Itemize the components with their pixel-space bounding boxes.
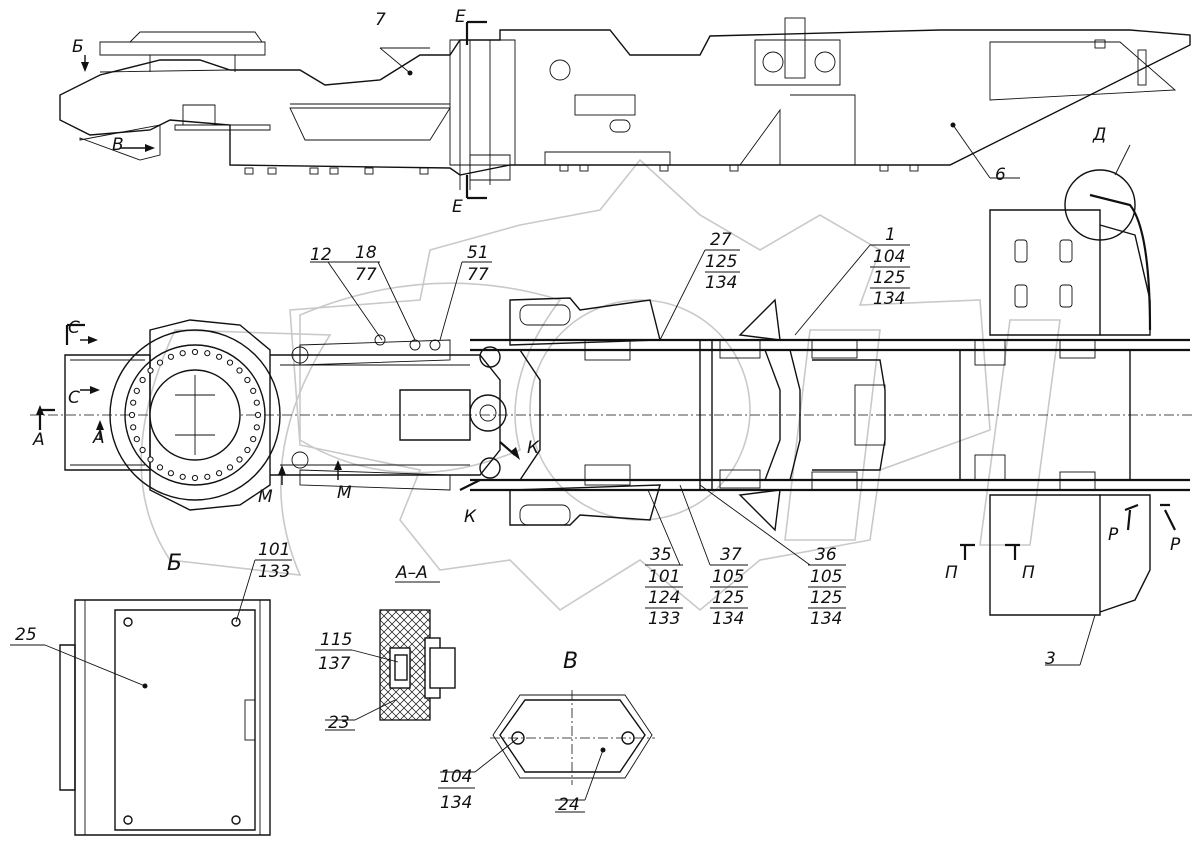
turntable-bolt xyxy=(139,446,146,454)
turntable-bolt xyxy=(147,367,154,374)
callout-7: 7 xyxy=(375,10,386,30)
callout-137: 137 xyxy=(318,654,351,674)
plan-view-frame xyxy=(30,144,1195,666)
callout-35-2: 101 xyxy=(648,567,680,587)
bolt-ring xyxy=(128,348,262,482)
callout-1-1: 1 xyxy=(885,225,896,245)
callout-36-4: 134 xyxy=(810,609,842,629)
callout-35-1: 35 xyxy=(650,545,672,565)
callout-18-top: 18 xyxy=(355,243,377,263)
view-b-title: Б xyxy=(167,551,182,576)
turntable-bolt xyxy=(236,456,243,463)
callout-27-2: 125 xyxy=(705,252,737,272)
callout-36-1: 36 xyxy=(815,545,837,565)
section-pi-right-label: П xyxy=(1022,563,1035,583)
turntable-bolt xyxy=(156,464,164,471)
section-m-right-label: М xyxy=(337,483,352,503)
detail-24-plate xyxy=(440,690,655,801)
section-a-right-label: А xyxy=(92,428,105,448)
turntable-bolt xyxy=(167,470,174,477)
callout-51-top: 51 xyxy=(467,243,489,263)
section-e-top-label: Е xyxy=(455,7,466,27)
turntable-bolt xyxy=(226,464,234,471)
callout-1-3: 125 xyxy=(873,268,905,288)
turntable-bolt xyxy=(204,473,211,480)
turntable-bolt xyxy=(204,350,211,357)
turntable-bolt xyxy=(236,367,243,374)
section-m-left-label: М xyxy=(258,487,273,507)
turntable-bolt xyxy=(191,348,199,356)
view-v-title: В xyxy=(563,649,578,674)
turntable-bolt xyxy=(254,411,262,419)
callout-labels: 7 6 3 12 18 77 51 77 27 125 134 1 104 12… xyxy=(15,7,1181,815)
callout-12: 12 xyxy=(310,245,332,265)
callout-37-1: 37 xyxy=(720,545,742,565)
turntable-bolt xyxy=(216,470,223,477)
callout-133: 133 xyxy=(258,562,290,582)
section-c-top-label: С xyxy=(68,318,80,338)
callout-6: 6 xyxy=(995,165,1006,185)
section-p-right-label: Р xyxy=(1170,535,1181,555)
turntable-bolt xyxy=(139,376,146,384)
turntable-bolt xyxy=(156,359,164,366)
turntable-bolt xyxy=(244,446,251,454)
callout-104: 104 xyxy=(440,767,472,787)
callout-37-2: 105 xyxy=(712,567,744,587)
callout-24: 24 xyxy=(558,795,580,815)
section-pi-left-label: П xyxy=(945,563,958,583)
callout-25: 25 xyxy=(15,625,37,645)
callout-1-2: 104 xyxy=(873,247,905,267)
callout-36-2: 105 xyxy=(810,567,842,587)
turntable-bolt xyxy=(250,436,257,443)
section-aa xyxy=(315,609,456,721)
section-c-bottom-label: С xyxy=(68,388,80,408)
turntable-bolt xyxy=(226,359,234,366)
turntable-bolt xyxy=(216,353,223,360)
callout-27-1: 27 xyxy=(710,230,732,250)
turntable-bolt xyxy=(128,411,136,419)
callout-101: 101 xyxy=(258,540,290,560)
section-k-top-label: К xyxy=(527,438,540,458)
turntable-bolt xyxy=(130,399,137,406)
callout-51-bottom: 77 xyxy=(467,265,489,285)
turntable-bolt xyxy=(147,456,154,463)
section-a-left-label: А xyxy=(32,430,45,450)
view-v-arrow-label: В xyxy=(112,135,124,155)
callout-underlines xyxy=(10,244,910,813)
callout-3: 3 xyxy=(1045,649,1056,669)
turntable-bolt xyxy=(244,376,251,384)
turntable-bolt xyxy=(253,399,260,406)
turntable-bolt xyxy=(250,387,257,394)
view-b-arrow-label: Б xyxy=(72,37,84,57)
section-p-left-label: Р xyxy=(1108,525,1119,545)
callout-23: 23 xyxy=(328,713,350,733)
turntable-bolt xyxy=(191,474,199,482)
turntable-bolt xyxy=(130,424,137,431)
turntable-bolt xyxy=(133,387,140,394)
callout-37-4: 134 xyxy=(712,609,744,629)
turntable-bolt xyxy=(179,473,186,480)
view-b-panel xyxy=(10,559,292,836)
section-k-bottom-label: К xyxy=(464,507,477,527)
callout-1-4: 134 xyxy=(873,289,905,309)
callout-35-4: 133 xyxy=(648,609,680,629)
watermark xyxy=(140,158,1061,612)
callout-36-3: 125 xyxy=(810,588,842,608)
side-view-frame xyxy=(59,17,1191,200)
turntable-bolt xyxy=(133,436,140,443)
callout-35-3: 124 xyxy=(648,588,680,608)
section-e-bottom-label: Е xyxy=(452,197,463,217)
turntable-bolt xyxy=(253,424,260,431)
callout-134: 134 xyxy=(440,793,472,813)
section-aa-title: А–А xyxy=(395,563,428,583)
view-d-label: Д xyxy=(1092,125,1106,145)
turntable-bolt xyxy=(179,350,186,357)
callout-18-bottom: 77 xyxy=(355,265,377,285)
callout-27-3: 134 xyxy=(705,273,737,293)
callout-37-3: 125 xyxy=(712,588,744,608)
callout-115: 115 xyxy=(320,630,352,650)
turntable-bolt xyxy=(167,353,174,360)
